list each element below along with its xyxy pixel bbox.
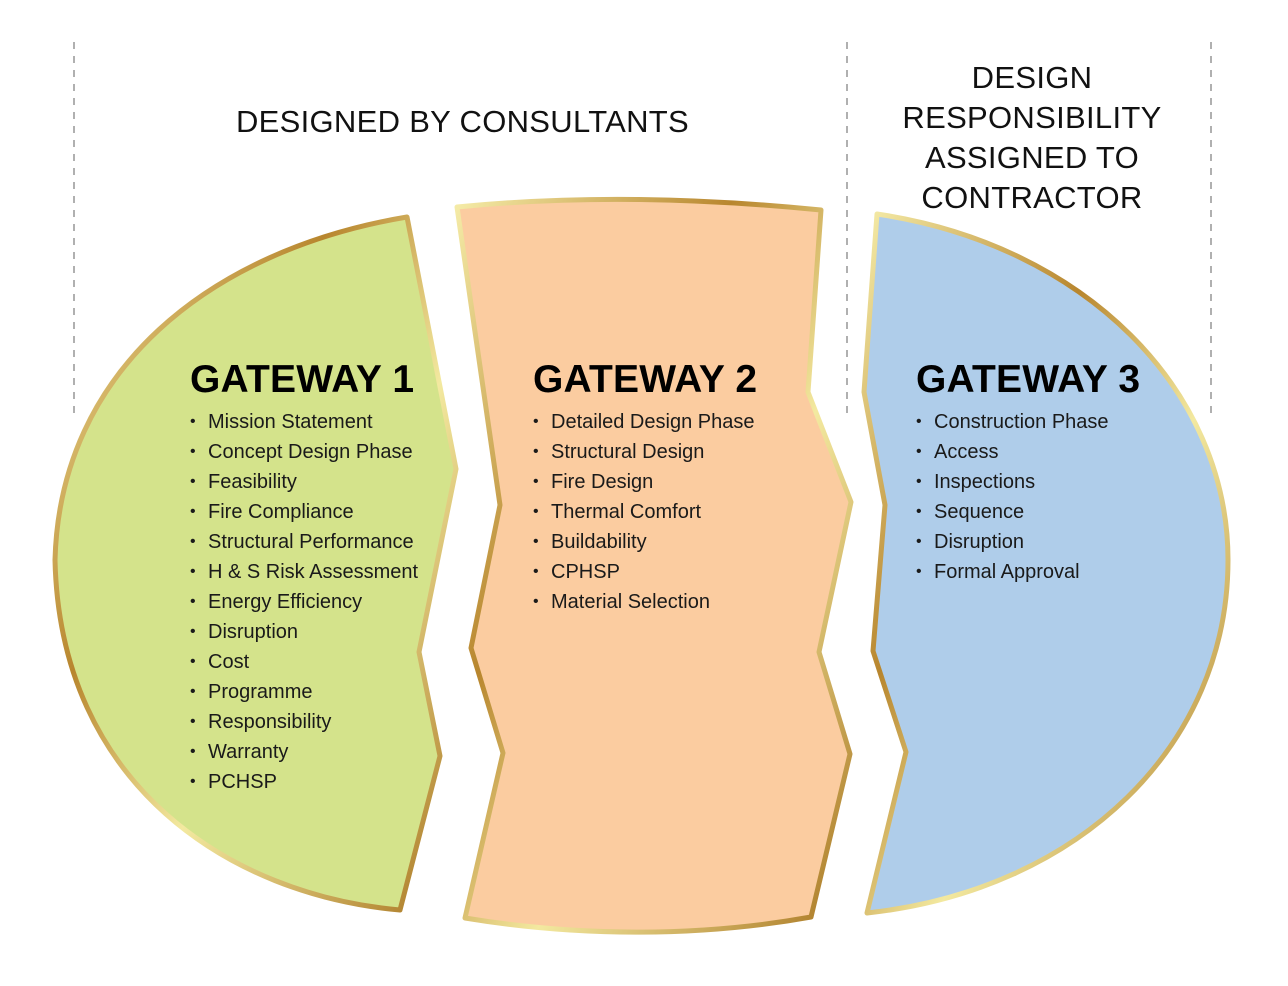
list-item: Structural Performance	[190, 527, 418, 557]
gateway-1-list: Mission Statement Concept Design Phase F…	[190, 407, 418, 797]
list-item: CPHSP	[533, 557, 757, 587]
list-item: Programme	[190, 677, 418, 707]
header-contractor-line: ASSIGNED TO	[924, 140, 1140, 175]
list-item: Feasibility	[190, 467, 418, 497]
header-contractor-responsibility: DESIGN RESPONSIBILITY ASSIGNED TO CONTRA…	[880, 58, 1184, 218]
list-item: Inspections	[916, 467, 1140, 497]
list-item: Buildability	[533, 527, 757, 557]
gateway-3-title: GATEWAY 3	[916, 358, 1141, 401]
gateway-2-list: Detailed Design Phase Structural Design …	[533, 407, 757, 617]
gateway-1-title: GATEWAY 1	[190, 358, 415, 401]
gateway-1: GATEWAY 1 Mission Statement Concept Desi…	[190, 357, 418, 797]
list-item: Sequence	[916, 497, 1140, 527]
gateway-2-title: GATEWAY 2	[533, 358, 758, 401]
list-item: Fire Compliance	[190, 497, 418, 527]
list-item: Material Selection	[533, 587, 757, 617]
list-item: H & S Risk Assessment	[190, 557, 418, 587]
list-item: Structural Design	[533, 437, 757, 467]
list-item: Responsibility	[190, 707, 418, 737]
header-contractor-line: DESIGN	[971, 60, 1093, 95]
list-item: Construction Phase	[916, 407, 1140, 437]
list-item: Concept Design Phase	[190, 437, 418, 467]
list-item: Fire Design	[533, 467, 757, 497]
list-item: Cost	[190, 647, 418, 677]
list-item: Detailed Design Phase	[533, 407, 757, 437]
gateway-2: GATEWAY 2 Detailed Design Phase Structur…	[533, 357, 757, 617]
list-item: Access	[916, 437, 1140, 467]
gateway-3-list: Construction Phase Access Inspections Se…	[916, 407, 1140, 587]
list-item: Thermal Comfort	[533, 497, 757, 527]
header-contractor-line: RESPONSIBILITY	[902, 100, 1162, 135]
gateway-3: GATEWAY 3 Construction Phase Access Insp…	[916, 357, 1140, 587]
list-item: Mission Statement	[190, 407, 418, 437]
list-item: Disruption	[916, 527, 1140, 557]
list-item: Disruption	[190, 617, 418, 647]
header-contractor-line: CONTRACTOR	[921, 180, 1143, 215]
list-item: PCHSP	[190, 767, 418, 797]
list-item: Energy Efficiency	[190, 587, 418, 617]
list-item: Formal Approval	[916, 557, 1140, 587]
list-item: Warranty	[190, 737, 418, 767]
header-designed-by-consultants: DESIGNED BY CONSULTANTS	[235, 104, 690, 139]
